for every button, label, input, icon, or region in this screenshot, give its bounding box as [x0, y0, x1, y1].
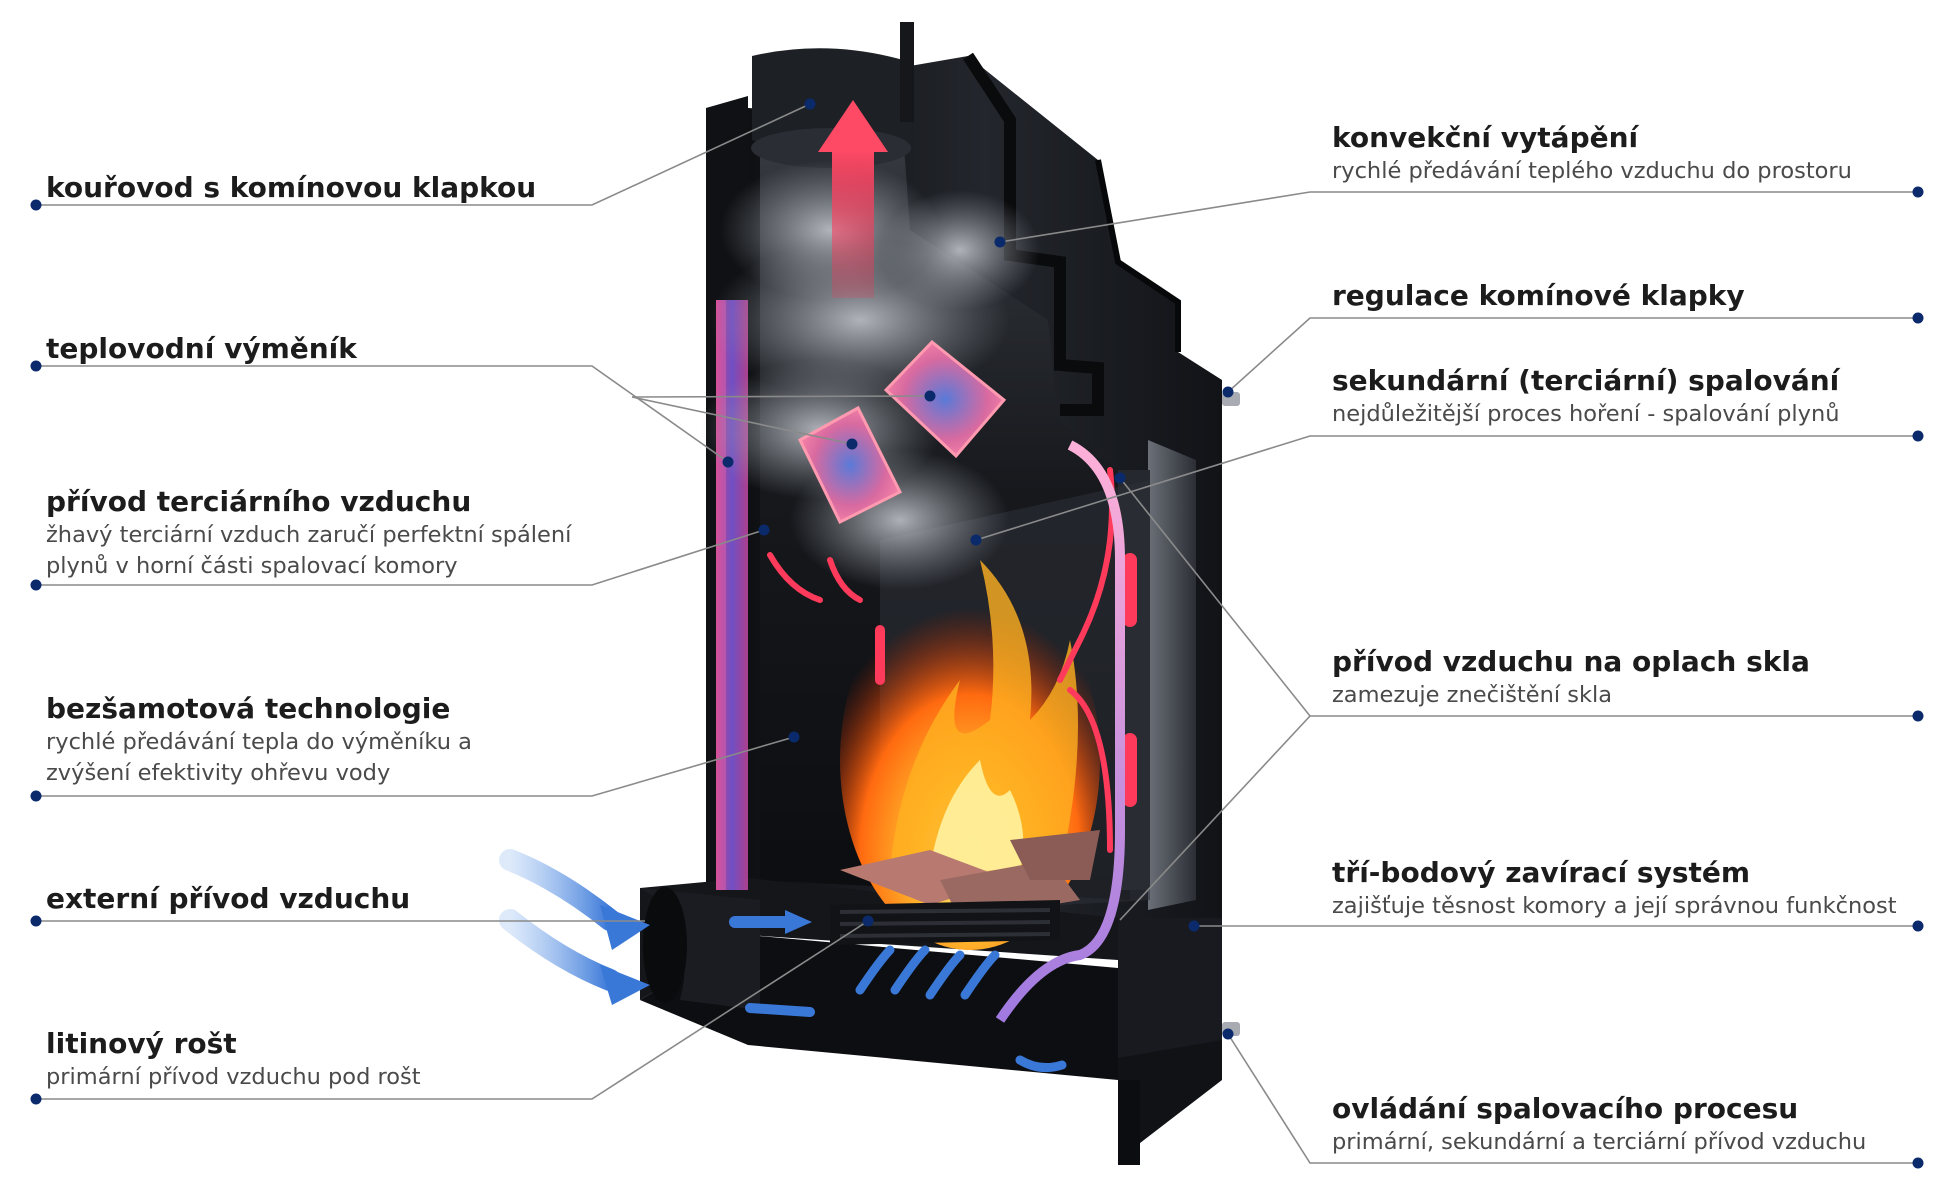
leader-line-convection [999, 191, 1918, 243]
label-title: kouřovod s komínovou klapkou [46, 171, 537, 204]
leader-lines [36, 103, 1918, 1164]
dot-grate-end [30, 1093, 42, 1105]
label-description-line-1: rychlé předávání tepla do výměníku a [46, 729, 472, 755]
dot-no-chamotte-target [788, 731, 800, 743]
dot-secondary-target [970, 534, 982, 546]
leader-line-damper-control [1227, 317, 1918, 393]
dot-external-air-end [30, 915, 42, 927]
label-description-line-2: zvýšení efektivity ohřevu vody [46, 760, 391, 786]
dot-secondary-end [1912, 430, 1924, 442]
label-flue-with-damper: kouřovod s komínovou klapkou [46, 170, 536, 206]
dot-combustion-end [1912, 1157, 1924, 1169]
leader-line-flue [36, 103, 811, 206]
dot-no-chamotte-end [30, 790, 42, 802]
label-title: ovládání spalovacího procesu [1332, 1092, 1799, 1125]
glass-rinse-tube [995, 440, 1125, 1023]
label-description-line-1: primární, sekundární a terciární přívod … [1332, 1129, 1867, 1155]
label-title: bezšamotová technologie [46, 692, 451, 725]
label-chimney-damper-control: regulace komínové klapky [1332, 278, 1745, 314]
callout-dots [30, 98, 1924, 1169]
dot-convection-end [1912, 186, 1924, 198]
cast-iron-grate [830, 900, 1060, 945]
dot-combustion-target [1222, 1028, 1234, 1040]
label-title: regulace komínové klapky [1332, 279, 1745, 312]
dot-damper-target [1222, 386, 1234, 398]
label-title: přívod terciárního vzduchu [46, 485, 472, 518]
label-title: teplovodní výměník [46, 332, 357, 365]
label-title: konvekční vytápění [1332, 121, 1639, 154]
dot-exchanger-end [30, 360, 42, 372]
label-external-air-supply: externí přívod vzduchu [46, 881, 410, 917]
leader-line-exchanger-branch-2 [631, 395, 931, 398]
dot-three-point-end [1912, 920, 1924, 932]
leader-line-exchanger-branch-1 [631, 396, 853, 445]
label-three-point-closing-system: tří-bodový zavírací systém zajišťuje těs… [1332, 855, 1897, 922]
label-title: sekundární (terciární) spalování [1332, 364, 1840, 397]
label-tertiary-air-supply: přívod terciárního vzduchu žhavý terciár… [46, 484, 571, 582]
label-title: litinový rošt [46, 1027, 237, 1060]
label-description-line-1: nejdůležitější proces hoření - spalování… [1332, 401, 1840, 427]
label-title: přívod vzduchu na oplach skla [1332, 645, 1810, 678]
label-convection-heating: konvekční vytápění rychlé předávání tepl… [1332, 120, 1852, 187]
dot-exchanger-plate-2 [924, 390, 936, 402]
leader-line-exchanger [36, 365, 729, 463]
label-water-heat-exchanger: teplovodní výměník [46, 331, 357, 367]
label-description-line-1: žhavý terciární vzduch zaručí perfektní … [46, 522, 572, 548]
label-glass-rinse-air: přívod vzduchu na oplach skla zamezuje z… [1332, 644, 1810, 711]
dot-tertiary-target [758, 524, 770, 536]
dot-damper-end [1912, 312, 1924, 324]
label-description-line-1: zajišťuje těsnost komory a její správnou… [1332, 893, 1897, 919]
leader-line-grate [36, 920, 869, 1100]
dot-glass-rinse-target [1114, 472, 1126, 484]
dot-tertiary-end [30, 579, 42, 591]
hot-flue-arrow [818, 100, 888, 298]
dot-convection-target [994, 236, 1006, 248]
label-title: externí přívod vzduchu [46, 882, 411, 915]
leader-line-tertiary [36, 529, 765, 586]
label-description-line-2: plynů v horní části spalovací komory [46, 553, 458, 579]
label-secondary-combustion: sekundární (terciární) spalování nejdůle… [1332, 363, 1840, 430]
dot-exchanger-plate-1 [846, 438, 858, 450]
dot-flue-end [30, 199, 42, 211]
dot-three-point-target [1188, 920, 1200, 932]
leader-line-combustion-control [1227, 1033, 1918, 1164]
leader-line-glass-rinse-branch [1119, 715, 1311, 921]
label-description-line-1: rychlé předávání teplého vzduchu do pros… [1332, 158, 1852, 184]
leader-line-no-chamotte [36, 736, 795, 797]
deflector-plates [798, 339, 1007, 525]
label-combustion-control: ovládání spalovacího procesu primární, s… [1332, 1091, 1866, 1158]
dot-glass-rinse-end [1912, 710, 1924, 722]
label-description-line-1: primární přívod vzduchu pod rošt [46, 1064, 421, 1090]
dot-exchanger-target [722, 456, 734, 468]
leader-line-secondary [975, 435, 1918, 541]
label-chamotte-free-technology: bezšamotová technologie rychlé předávání… [46, 691, 472, 789]
label-cast-iron-grate: litinový rošt primární přívod vzduchu po… [46, 1026, 421, 1093]
label-description-line-1: zamezuje znečištění skla [1332, 682, 1613, 708]
dot-flue-target [804, 98, 816, 110]
label-title: tří-bodový zavírací systém [1332, 856, 1751, 889]
fire [840, 560, 1100, 950]
cold-air-arrows [499, 849, 1067, 1073]
dot-grate-target [862, 915, 874, 927]
